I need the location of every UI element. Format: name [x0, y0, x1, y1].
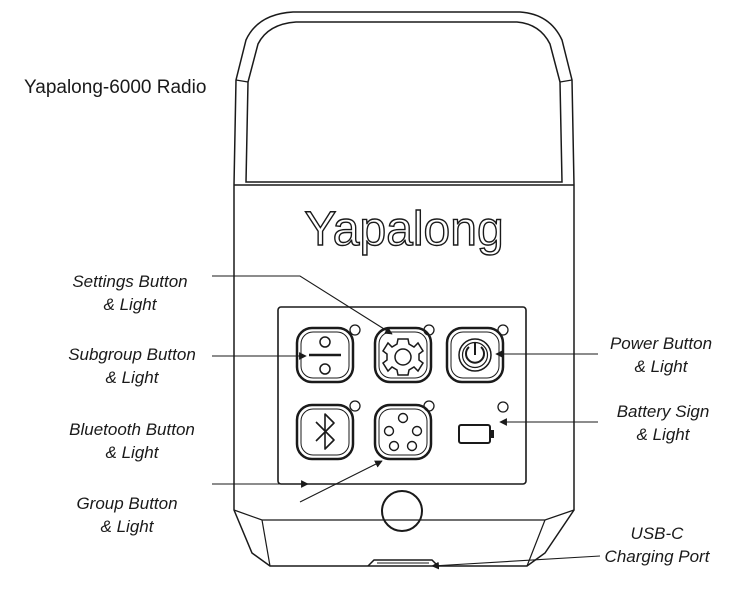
power-sublabel: & Light: [634, 357, 688, 376]
settings-light: [423, 324, 435, 336]
battery-icon: [458, 424, 494, 444]
subgroup-label: Subgroup Button: [68, 345, 196, 364]
power-icon: [458, 338, 492, 372]
usbc-sublabel: Charging Port: [604, 547, 710, 566]
settings-label: Settings Button: [72, 272, 188, 291]
radio-body: [233, 11, 575, 567]
group-label: Group Button: [76, 494, 178, 513]
usbc-leader: [431, 555, 601, 570]
bottom-round-button[interactable]: [381, 490, 423, 532]
diagram-title: Yapalong-6000 Radio: [24, 77, 207, 98]
bluetooth-icon: [315, 413, 335, 450]
control-panel: [277, 306, 527, 485]
callout-leaders: [212, 275, 601, 570]
group-leader: [299, 460, 383, 503]
group-light: [423, 400, 435, 412]
group-callout: Group Button & Light: [60, 492, 194, 538]
bluetooth-button[interactable]: [295, 403, 355, 461]
usb-c-port: [367, 559, 439, 567]
subgroup-sublabel: & Light: [105, 368, 159, 387]
bluetooth-light: [349, 400, 361, 412]
power-light: [497, 324, 509, 336]
battery-callout: Battery Sign & Light: [602, 400, 724, 446]
group-button[interactable]: [373, 403, 433, 461]
usbc-label: USB-C: [630, 524, 684, 543]
battery-light: [497, 401, 509, 413]
subgroup-callout: Subgroup Button & Light: [56, 343, 208, 389]
power-button[interactable]: [445, 326, 505, 384]
subgroup-button[interactable]: [295, 326, 355, 384]
bluetooth-label: Bluetooth Button: [69, 420, 195, 439]
gear-icon: [381, 338, 425, 376]
usbc-callout: USB-C Charging Port: [594, 522, 720, 568]
settings-button[interactable]: [373, 326, 433, 384]
group-sublabel: & Light: [100, 517, 154, 536]
group-dots-icon: [383, 412, 423, 452]
power-callout: Power Button & Light: [596, 332, 726, 378]
bluetooth-sublabel: & Light: [105, 443, 159, 462]
brand-logo: Yapalong: [304, 203, 503, 256]
subgroup-icon: [309, 336, 341, 375]
battery-label: Battery Sign: [616, 402, 710, 421]
bluetooth-callout: Bluetooth Button & Light: [54, 418, 210, 464]
subgroup-light: [349, 324, 361, 336]
battery-sublabel: & Light: [636, 425, 690, 444]
settings-callout: Settings Button & Light: [60, 270, 200, 316]
settings-leader: [212, 275, 393, 335]
power-label: Power Button: [609, 334, 713, 353]
settings-sublabel: & Light: [103, 295, 157, 314]
